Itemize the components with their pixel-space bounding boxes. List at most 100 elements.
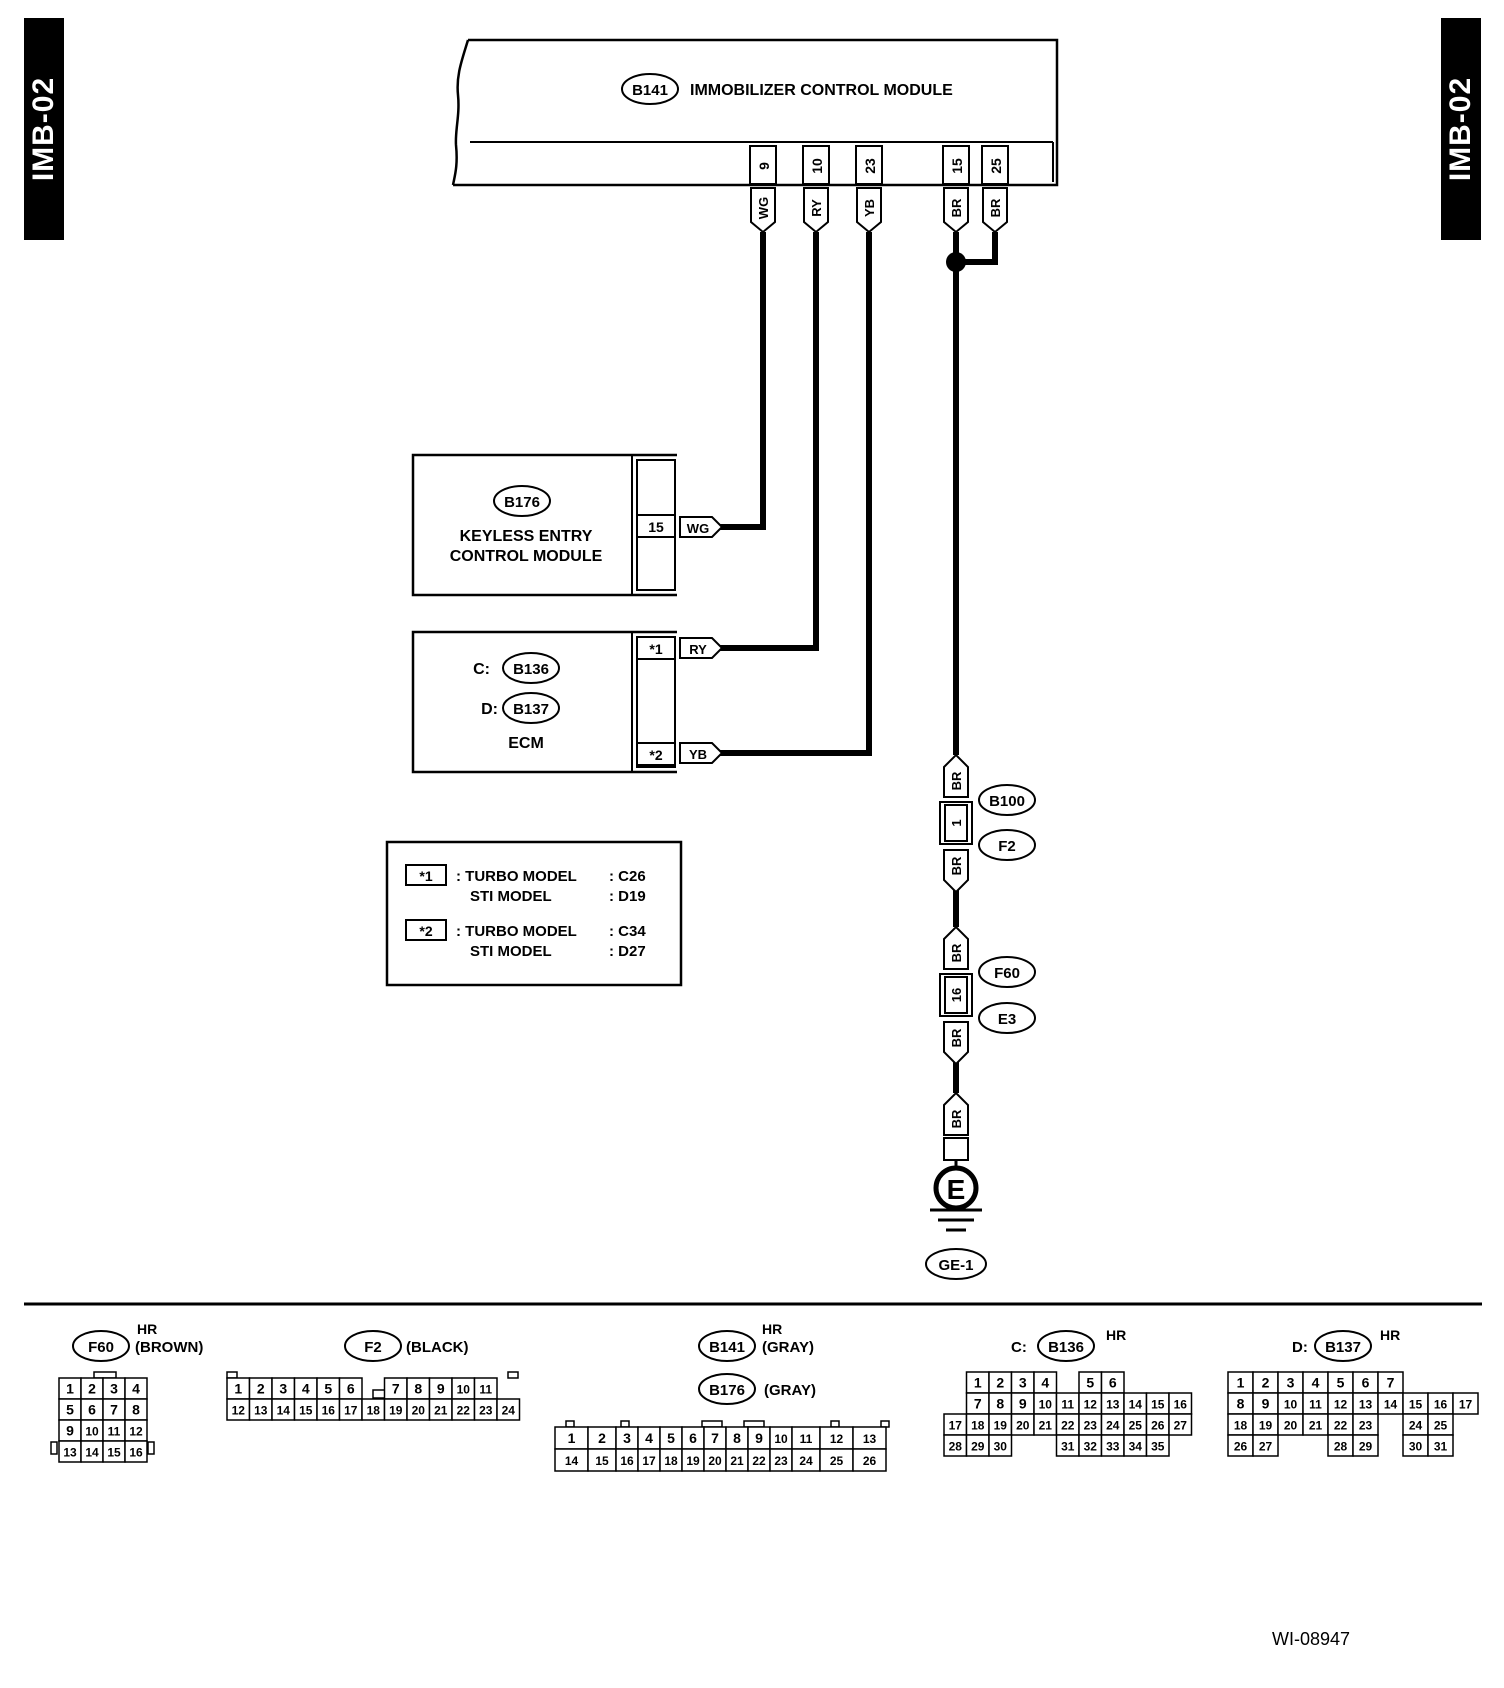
b136-pin-24: 24: [1106, 1419, 1120, 1433]
br-tag-5: BR: [949, 1109, 964, 1128]
f2-pin-8: 8: [414, 1381, 422, 1397]
b137-connector-id: B137: [513, 701, 549, 718]
b137-pin-9: 9: [1262, 1396, 1270, 1412]
f2-connector-id: F2: [998, 838, 1016, 855]
f60-pin-16: 16: [129, 1446, 143, 1460]
b137-pin-26: 26: [1234, 1440, 1248, 1454]
f60-pin-9: 9: [66, 1423, 74, 1439]
f2-pin-14: 14: [277, 1404, 291, 1418]
b136-pin-10: 10: [1039, 1398, 1053, 1412]
br-tag-1: BR: [949, 771, 964, 790]
f2-pin-10: 10: [457, 1383, 471, 1397]
f2-pin-3: 3: [279, 1381, 287, 1397]
cv-f60-id: F60: [88, 1339, 114, 1356]
f2-pin-13: 13: [254, 1404, 268, 1418]
b141-pin-26: 26: [863, 1454, 877, 1468]
b136-pin-26: 26: [1151, 1419, 1165, 1433]
f60-pin-6: 6: [88, 1402, 96, 1418]
splice-point: [946, 252, 966, 272]
b137-pin-11: 11: [1309, 1398, 1322, 1412]
b141-pin-16: 16: [620, 1454, 634, 1468]
ecm-pin1-cell: [636, 636, 676, 660]
pin-cell: [1145, 1434, 1170, 1457]
ecm-c-prefix: C:: [473, 661, 490, 678]
b136-pin-11: 11: [1061, 1398, 1074, 1412]
note2-val1: : C34: [609, 923, 646, 940]
br-tag-3: BR: [949, 943, 964, 962]
b141-pin-19: 19: [686, 1454, 700, 1468]
cv-b137-id: B137: [1325, 1339, 1361, 1356]
b137-pin-28: 28: [1334, 1440, 1348, 1454]
immobilizer-wire-tags: WG RY YB BR BR: [750, 187, 1008, 234]
b100-connector-oval: [978, 784, 1036, 816]
b137-pin-19: 19: [1259, 1419, 1273, 1433]
b141-connector-oval: [621, 73, 679, 105]
b141-pin-18: 18: [664, 1454, 678, 1468]
f60-connector-id: F60: [994, 965, 1020, 982]
f2-pin-17: 17: [344, 1404, 358, 1418]
ecm-pin2-cell: [636, 742, 676, 766]
ecm-label: ECM: [508, 735, 544, 752]
keyless-terminal-15: 15: [648, 519, 664, 535]
cv-b141-hr: HR: [762, 1321, 782, 1337]
f60-pin-5: 5: [66, 1402, 74, 1418]
f60-pin-2: 2: [88, 1381, 96, 1397]
ground-path: BR 1 BR B100 F2 BR 16 BR F60 E3 BR E GE-…: [925, 753, 1036, 1280]
ecm-pin1: *1: [649, 641, 662, 657]
keyless-wire-tag: WG: [687, 521, 709, 536]
keyless-label-line2: CONTROL MODULE: [450, 548, 603, 565]
b141-pin-22: 22: [752, 1454, 766, 1468]
immobilizer-terminals: 9 10 23 15 25: [749, 145, 1009, 185]
b137-connector-oval: [502, 692, 560, 724]
b136-pin-6: 6: [1109, 1375, 1117, 1391]
b136-pin-22: 22: [1061, 1419, 1075, 1433]
f2-pin-4: 4: [302, 1381, 310, 1397]
terminal-23: 23: [862, 158, 878, 174]
cv-f2-color: (BLACK): [406, 1339, 468, 1356]
b136-pin-30: 30: [994, 1440, 1008, 1454]
f2-pin-7: 7: [392, 1381, 400, 1397]
cv-b136-hr: HR: [1106, 1327, 1126, 1343]
b137-pin-1: 1: [1237, 1375, 1245, 1391]
e3-connector-id: E3: [998, 1011, 1016, 1028]
junction1-housing: [939, 801, 973, 845]
b100-connector-id: B100: [989, 793, 1025, 810]
cv-f60-hr: HR: [137, 1321, 157, 1337]
note2-mark: *2: [419, 923, 432, 939]
cv-b176-id: B176: [709, 1382, 745, 1399]
figure-code: WI-08947: [1271, 1629, 1350, 1649]
f2-pin-16: 16: [322, 1404, 336, 1418]
f60-connector-oval: [978, 956, 1036, 988]
b141-pin-9: 9: [755, 1430, 763, 1446]
f60-pin-1: 1: [66, 1381, 74, 1397]
b141-pin-14: 14: [565, 1454, 579, 1468]
note2-val2: : D27: [609, 943, 646, 960]
b136-pin-27: 27: [1174, 1419, 1188, 1433]
immobilizer-control-module: B141 IMMOBILIZER CONTROL MODULE: [451, 38, 1059, 187]
f2-pin-19: 19: [389, 1404, 403, 1418]
b141-pin-11: 11: [800, 1432, 813, 1446]
note1-model2: STI MODEL: [470, 888, 552, 905]
f60-pin-8: 8: [132, 1402, 140, 1418]
cv-b141-id: B141: [709, 1339, 745, 1356]
terminal-25: 25: [988, 158, 1004, 174]
b136-pin-33: 33: [1106, 1440, 1120, 1454]
b136-pin-19: 19: [994, 1419, 1008, 1433]
b136-pin-34: 34: [1129, 1440, 1143, 1454]
f60-pin-11: 11: [108, 1425, 121, 1439]
b141-pin-25: 25: [830, 1454, 844, 1468]
ground-symbol: [933, 1165, 979, 1211]
ecm-wire-tag-ry: RY: [689, 642, 707, 657]
terminal-cell: [802, 145, 830, 185]
wire-yb: [720, 232, 872, 756]
f2-pin-15: 15: [299, 1404, 313, 1418]
b137-pin-18: 18: [1234, 1419, 1248, 1433]
b136-pin-20: 20: [1016, 1419, 1030, 1433]
f60-pin-12: 12: [129, 1425, 143, 1439]
b136-pin-32: 32: [1084, 1440, 1098, 1454]
ecm-module: *1 *2 C: B136 D: B137 ECM RY YB: [411, 630, 724, 774]
b137-pin-15: 15: [1409, 1398, 1423, 1412]
b141-pin-4: 4: [645, 1430, 653, 1446]
b136-pin-18: 18: [971, 1419, 985, 1433]
